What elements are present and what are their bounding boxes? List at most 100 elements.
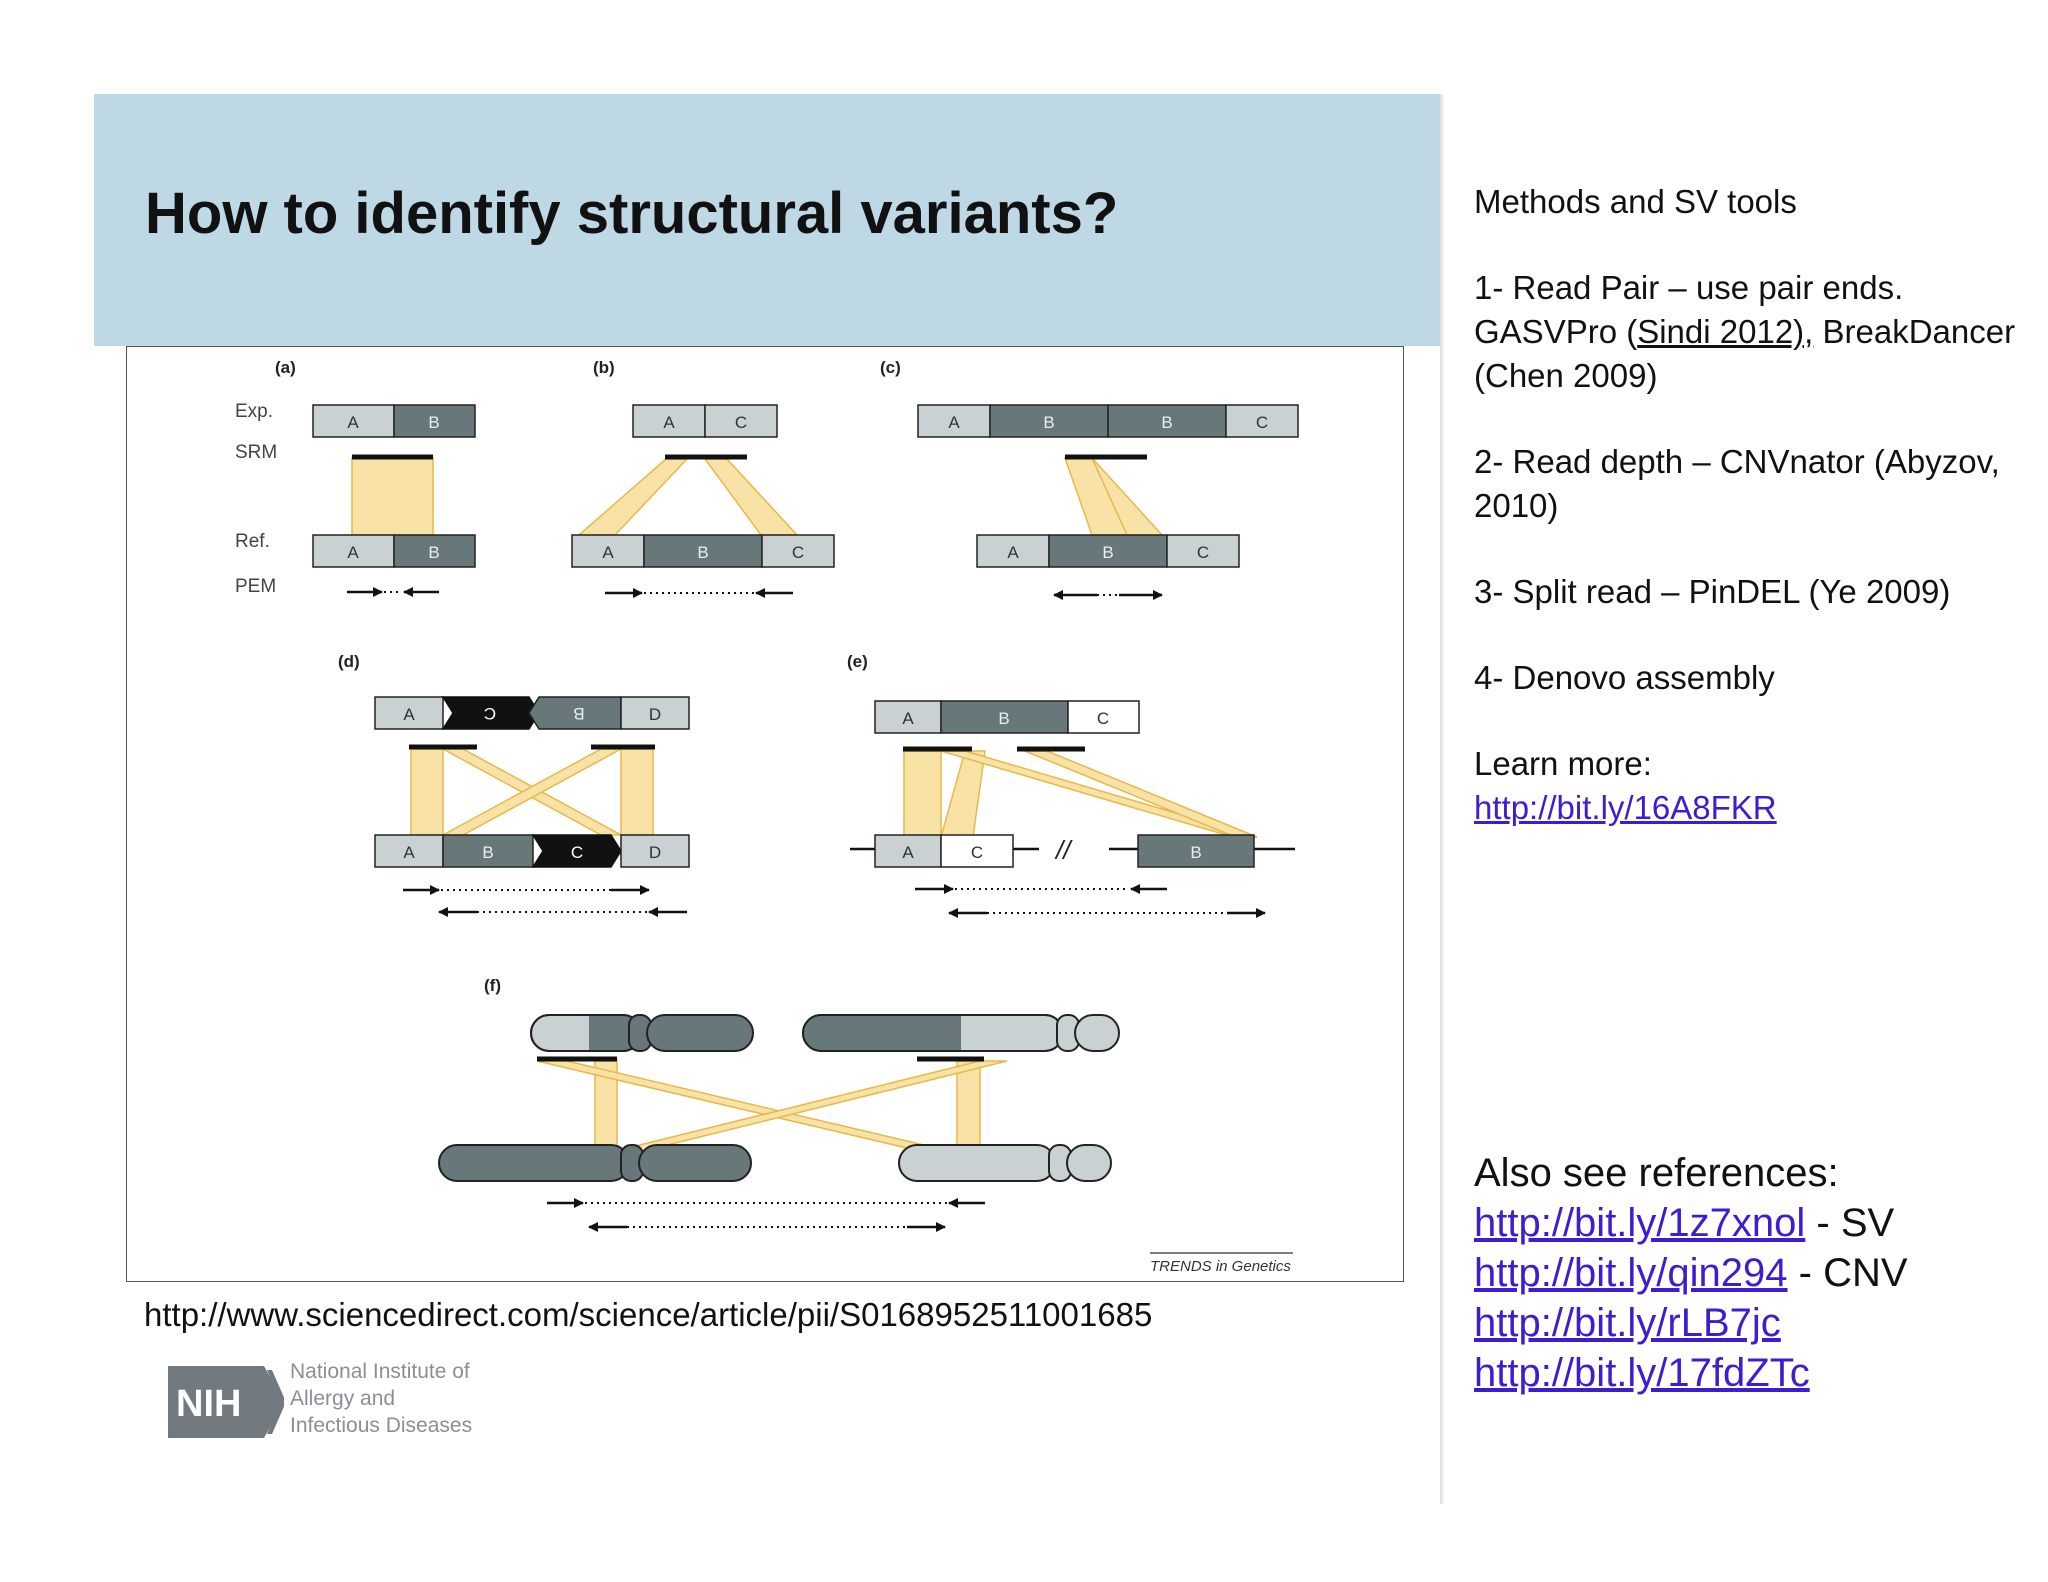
segment-label: B xyxy=(428,543,439,562)
panel-label-c: (c) xyxy=(880,358,901,377)
row-label-srm: SRM xyxy=(235,442,277,463)
segment xyxy=(761,534,835,568)
nih-name: National Institute of Allergy and Infect… xyxy=(290,1360,473,1437)
mapping-band xyxy=(590,1060,1008,1158)
segment xyxy=(531,834,622,868)
segment-label: A xyxy=(1007,543,1019,562)
segment xyxy=(1048,534,1168,568)
segment-label: B xyxy=(1102,543,1113,562)
method-read-pair: 1- Read Pair – use pair ends. GASVPro (S… xyxy=(1474,269,2016,394)
segment xyxy=(1067,700,1140,734)
learn-more-link[interactable]: http://bit.ly/16A8FKR xyxy=(1474,789,1777,826)
mapping-band xyxy=(903,750,942,838)
segment xyxy=(940,834,1014,868)
segment xyxy=(874,834,942,868)
method-read-depth: 2- Read depth – CNVnator (Abyzov, 2010) xyxy=(1474,443,2000,524)
segment xyxy=(312,534,395,568)
segment xyxy=(393,534,476,568)
sv-figure: (a) (b) (c) (d) (e) (f) Exp. SRM Ref. PE… xyxy=(126,346,1404,1282)
references-heading: Also see references: xyxy=(1474,1151,1839,1195)
segment xyxy=(374,834,444,868)
panel-a xyxy=(312,404,476,597)
sv-diagram: (a) (b) (c) (d) (e) (f) Exp. SRM Ref. PE… xyxy=(235,358,1299,1275)
segment-label: C xyxy=(971,843,983,862)
segment-label: B xyxy=(428,413,439,432)
learn-more-label: Learn more: xyxy=(1474,745,1652,782)
segment-label: B xyxy=(697,543,708,562)
svg-text:NIH: NIH xyxy=(176,1383,241,1425)
panel-divider xyxy=(1440,94,1445,1504)
segment-label: A xyxy=(902,709,914,728)
segment-label: C xyxy=(792,543,804,562)
chromosome xyxy=(438,1144,752,1182)
panel-b xyxy=(571,404,835,598)
reference-item: http://bit.ly/rLB7jc xyxy=(1474,1298,2034,1348)
segment xyxy=(940,700,1069,734)
reference-link-3[interactable]: http://bit.ly/rLB7jc xyxy=(1474,1301,1781,1345)
panel-label-a: (a) xyxy=(275,358,296,377)
segment xyxy=(620,696,690,730)
nih-shield-icon: NIH xyxy=(168,1366,284,1438)
mapping-band xyxy=(940,750,986,838)
panel-label-e: (e) xyxy=(847,652,868,671)
title-band xyxy=(94,94,1442,346)
method-denovo-assembly: 4- Denovo assembly xyxy=(1474,659,1775,696)
panel-label-f: (f) xyxy=(484,976,501,995)
chromosome xyxy=(898,1144,1112,1182)
segment xyxy=(1225,404,1299,438)
segment-label: C xyxy=(571,843,583,862)
segment-label: D xyxy=(649,843,661,862)
sindi-reference: Sindi 2012), xyxy=(1637,313,1814,350)
panel-label-b: (b) xyxy=(593,358,615,377)
mapping-band xyxy=(351,457,434,536)
segment xyxy=(643,534,763,568)
break-gap xyxy=(1039,837,1109,863)
chromosome xyxy=(802,1014,1120,1052)
segment-label: C xyxy=(484,704,496,723)
segment-label: B xyxy=(1043,413,1054,432)
segment xyxy=(374,696,444,730)
segment-label: B xyxy=(998,709,1009,728)
segment xyxy=(312,404,395,438)
reference-link-4[interactable]: http://bit.ly/17fdZTc xyxy=(1474,1351,1810,1395)
segment-label: A xyxy=(403,843,415,862)
reference-link-cnv[interactable]: http://bit.ly/qin294 xyxy=(1474,1251,1788,1295)
mapping-band xyxy=(1024,750,1258,838)
slide-title: How to identify structural variants? xyxy=(145,181,1119,246)
panel-c xyxy=(917,404,1299,600)
chromosome xyxy=(530,1014,754,1052)
panel-d xyxy=(374,696,690,917)
segment-inverted xyxy=(441,696,540,730)
segment xyxy=(976,534,1050,568)
segment-label: A xyxy=(602,543,614,562)
mapping-band xyxy=(956,1060,981,1158)
reference-item: http://bit.ly/17fdZTc xyxy=(1474,1348,2034,1398)
methods-sidebar: Methods and SV tools 1- Read Pair – use … xyxy=(1474,180,2034,830)
segment-label: C xyxy=(1256,413,1268,432)
panel-f xyxy=(438,1014,1120,1232)
segment-label: B xyxy=(1161,413,1172,432)
segment xyxy=(571,534,645,568)
segment-label: D xyxy=(649,705,661,724)
segment-label: C xyxy=(1097,709,1109,728)
panel-e: // xyxy=(850,700,1295,918)
row-label-exp: Exp. xyxy=(235,401,273,422)
panel-label-d: (d) xyxy=(338,652,360,671)
segment xyxy=(989,404,1109,438)
reference-link-sv[interactable]: http://bit.ly/1z7xnol xyxy=(1474,1201,1806,1245)
segment xyxy=(1166,534,1240,568)
segment-label: C xyxy=(1197,543,1209,562)
row-label-ref: Ref. xyxy=(235,531,270,552)
nih-logo: NIH National Institute of Allergy and In… xyxy=(168,1358,498,1440)
reference-item: http://bit.ly/1z7xnol - SV xyxy=(1474,1201,1895,1245)
segment-label: B xyxy=(573,704,584,723)
mapping-band xyxy=(577,458,689,536)
segment-label: A xyxy=(948,413,960,432)
methods-heading: Methods and SV tools xyxy=(1474,183,1797,220)
segment xyxy=(1137,834,1255,868)
segment-label: A xyxy=(347,543,359,562)
references: Also see references: http://bit.ly/1z7xn… xyxy=(1474,1148,2034,1398)
row-label-pem: PEM xyxy=(235,576,276,597)
method-split-read: 3- Split read – PinDEL (Ye 2009) xyxy=(1474,573,1951,610)
mapping-band xyxy=(410,748,444,836)
